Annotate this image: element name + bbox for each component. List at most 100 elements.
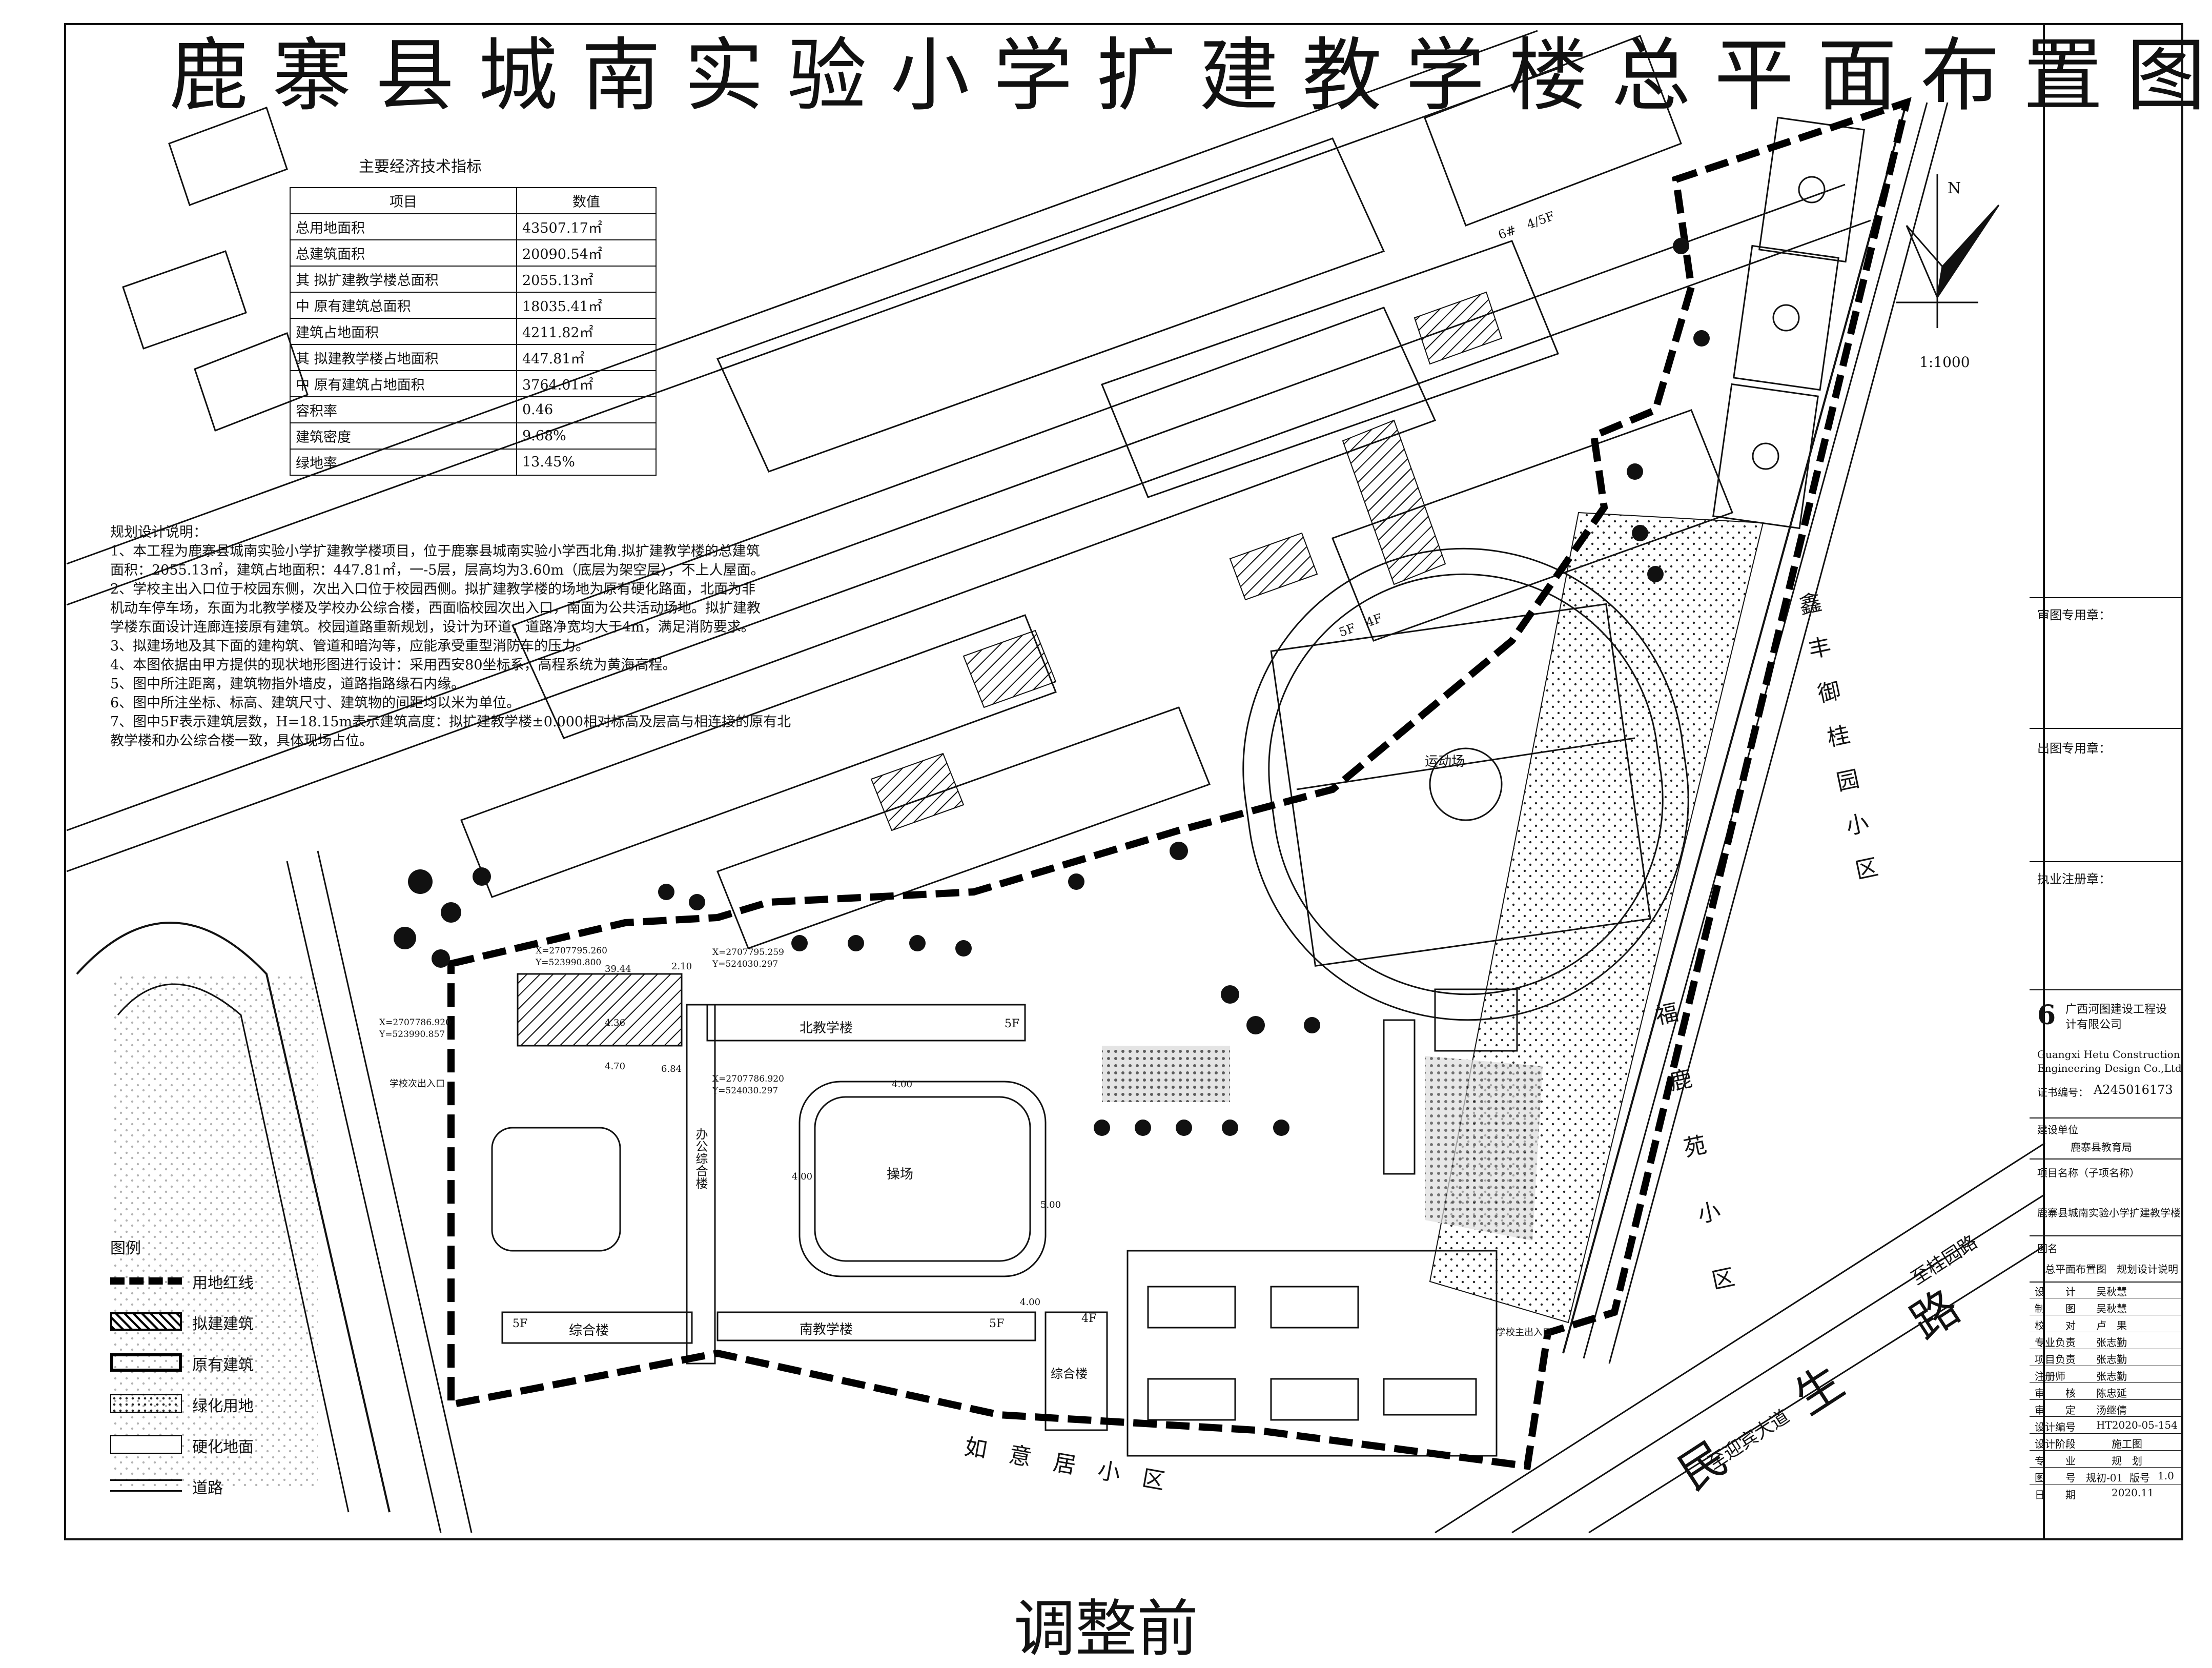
role-name: 张志勤 — [2096, 1370, 2127, 1382]
title-block-divider — [2030, 861, 2181, 862]
table-cell: 18035.41㎡ — [516, 292, 657, 319]
sheet-value: 规初-01 — [2086, 1472, 2123, 1484]
table-cell: 建筑占地面积 — [290, 318, 517, 345]
south-building-label: 南教学楼 — [800, 1322, 853, 1337]
bldg-row-5 — [1101, 240, 1559, 498]
notes-heading: 规划设计说明： — [110, 524, 207, 540]
table-cell: 13.45% — [516, 449, 657, 476]
certificate-number: A245016173 — [2094, 1083, 2173, 1097]
table-row: 设 计吴秋慧 — [2030, 1281, 2181, 1298]
proposed-building — [517, 973, 683, 1047]
paved-area-swatch — [110, 1435, 182, 1454]
sheet-label: 图 号 — [2035, 1472, 2076, 1484]
title-block-divider — [2030, 1235, 2181, 1236]
issue-stamp-label: 出图专用章： — [2037, 741, 2111, 756]
design-no-value: HT2020-05-154 — [2096, 1419, 2178, 1431]
table-cell: 3764.01㎡ — [516, 370, 657, 397]
legend-label: 拟建建筑 — [192, 1315, 254, 1333]
certificate-label: 证书编号： — [2037, 1086, 2088, 1099]
table-row: 制 图吴秋慧 — [2030, 1298, 2181, 1315]
legend-item: 硬化地面 — [110, 1430, 315, 1461]
company-name-cn: 广西河图建设工程设计有限公司 — [2065, 1003, 2167, 1031]
legend-item: 用地红线 — [110, 1266, 315, 1297]
compass — [1896, 174, 2000, 328]
company-logo: 6 — [2037, 1000, 2056, 1031]
road-322-b — [66, 66, 1564, 606]
drawing-label: 图名 — [2037, 1243, 2058, 1255]
playground-label: 操场 — [887, 1167, 914, 1182]
notes-line: 5、图中所注距离，建筑物指外墙皮，道路指路缘石内缘。 — [110, 676, 465, 692]
role-name: 汤继倩 — [2096, 1404, 2127, 1416]
site-boundary — [447, 97, 1912, 1470]
table-row: 校 对卢 果 — [2030, 1315, 2181, 1332]
table-row: 专业负责张志勤 — [2030, 1332, 2181, 1349]
table-header-cell: 数值 — [516, 187, 657, 214]
coordinate-label: X=2707786.920 — [712, 1074, 784, 1084]
table-row: 项目负责张志勤 — [2030, 1349, 2181, 1366]
legend-item: 原有建筑 — [110, 1348, 315, 1379]
notes-line: 学楼东面设计连廊连接原有建筑。校园道路重新规划，设计为环道，道路净宽均大于4m，… — [110, 619, 755, 635]
bldg-row-1 — [716, 137, 1385, 473]
table-cell: 中 原有建筑总面积 — [290, 292, 517, 319]
coordinate-label: X=2707795.259 — [712, 947, 784, 958]
table-header-row: 项目 数值 — [290, 187, 657, 214]
bldg-block-5-2 — [122, 250, 247, 350]
floor-label: 5F — [1005, 1018, 1020, 1030]
role-label: 专业负责 — [2035, 1336, 2076, 1349]
title-block-divider — [2030, 1158, 2181, 1160]
bldg-nw-a — [1424, 35, 1682, 227]
table-row: 设计阶段施工图 — [2030, 1434, 2181, 1451]
company-name-en-2: Engineering Design Co.,Ltd — [2037, 1062, 2182, 1074]
role-label: 审 核 — [2035, 1387, 2076, 1399]
legend-label: 绿化用地 — [192, 1397, 254, 1415]
notes-line: 2、学校主出入口位于校园东侧，次出入口位于校园西侧。拟扩建教学楼的场地为原有硬化… — [110, 581, 756, 597]
indicator-table-caption: 主要经济技术指标 — [359, 158, 482, 176]
registration-stamp-label: 执业注册章： — [2037, 872, 2111, 886]
role-name: 张志勤 — [2096, 1353, 2127, 1366]
table-cell: 2055.13㎡ — [516, 266, 657, 293]
notes-line: 3、拟建场地及其下面的建构筑、管道和暗沟等，应能承受重型消防车的压力。 — [110, 638, 590, 654]
coordinate-label: Y=523990.800 — [536, 958, 602, 968]
role-name: 吴秋慧 — [2096, 1303, 2127, 1315]
dimension-label: 4.00 — [892, 1079, 913, 1090]
coordinate-label: Y=524030.297 — [712, 959, 779, 969]
project-value: 鹿寨县城南实验小学扩建教学楼 — [2037, 1207, 2181, 1219]
role-label: 审 定 — [2035, 1404, 2076, 1416]
legend-label: 硬化地面 — [192, 1438, 254, 1456]
notes-line: 教学楼和办公综合楼一致，具体现场占位。 — [110, 733, 373, 749]
complex-east-label: 综合楼 — [1051, 1367, 1088, 1381]
role-label: 注册师 — [2035, 1370, 2065, 1382]
table-cell: 447.81㎡ — [516, 344, 657, 371]
client-value: 鹿寨县教育局 — [2071, 1141, 2132, 1153]
notes-line: 面积：2055.13㎡，建筑占地面积：447.81㎡，一-5层，层高均为3.60… — [110, 562, 765, 578]
floor-label: 5F — [513, 1317, 528, 1330]
company-name-en-1: Guangxi Hetu Construction — [2037, 1048, 2180, 1061]
proposed-building-swatch — [110, 1312, 182, 1331]
legend-label: 原有建筑 — [192, 1356, 254, 1374]
dimension-label: 39.44 — [605, 964, 631, 974]
table-header-cell: 项目 — [290, 187, 517, 214]
road-322-d — [66, 219, 1871, 872]
table-row: 注册师 张志勤 — [2030, 1366, 2181, 1383]
drawing-frame — [64, 23, 2045, 1540]
notes-line: 6、图中所注坐标、标高、建筑尺寸、建筑物的间距均以米为单位。 — [110, 695, 521, 711]
dimension-label: 4.00 — [792, 1171, 813, 1182]
notes-line: 7、图中5F表示建筑层数，H=18.15m表示建筑高度：拟扩建教学楼±0.000… — [110, 714, 791, 730]
notes-line: 1、本工程为鹿寨县城南实验小学扩建教学楼项目，位于鹿寨县城南实验小学西北角.拟扩… — [110, 543, 760, 559]
south-building — [716, 1311, 1036, 1341]
bldg-row-2 — [511, 307, 1437, 739]
stage-label: 设计阶段 — [2035, 1438, 2076, 1450]
coordinate-label: Y=523990.857 — [379, 1029, 445, 1040]
project-label: 项目名称（子项名称） — [2037, 1167, 2140, 1179]
date-value: 2020.11 — [2112, 1487, 2154, 1499]
bottom-caption: 调整前 — [1014, 1594, 1198, 1665]
drawing-value: 总平面布置图 规划设计说明 — [2045, 1263, 2178, 1275]
